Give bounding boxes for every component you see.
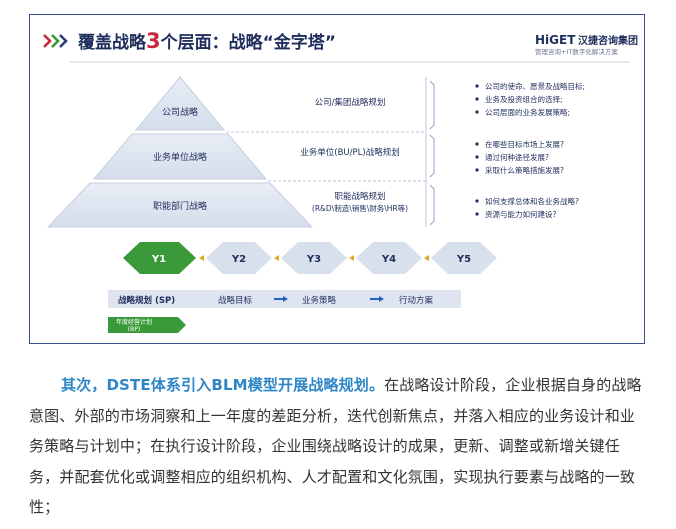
level-separators	[226, 131, 426, 182]
arrow-icon	[199, 255, 204, 261]
strategy-pyramid: 公司战略 业务单位战略 职能部门战略	[46, 76, 314, 228]
annual-plan-label: 年度经营计划	[116, 318, 152, 326]
annual-plan-tag: 年度经营计划 (BP)	[108, 317, 186, 333]
annual-plan-shape	[108, 317, 186, 333]
plan-step: 行动方案	[399, 295, 434, 306]
brand-logo: HiGET	[535, 33, 576, 47]
year-label: Y5	[456, 254, 471, 265]
brand-name-cn: 汉捷咨询集团	[578, 34, 638, 47]
bullet-list: 公司的使命、愿景及战略目标; 业务及投资组合的选择; 公司层面的业务发展策略; …	[475, 81, 585, 219]
pyramid-label-3: 职能部门战略	[153, 200, 207, 212]
article-body: 在战略设计阶段，企业根据自身的战略意图、外部的市场洞察和上一年度的差距分析，迭代…	[29, 376, 642, 516]
year-diamond-1	[123, 242, 196, 274]
arrow-icon	[349, 255, 354, 261]
pyramid-label-2: 业务单位战略	[153, 151, 207, 163]
pyramid-label-1: 公司战略	[162, 106, 198, 118]
level-desc-3-detail: (R&D\制造\销售\财务\HR等)	[312, 203, 408, 213]
year-diamond-4	[356, 242, 422, 274]
article-paragraph: 其次，DSTE体系引入BLM模型开展战略规划。在战略设计阶段，企业根据自身的战略…	[29, 370, 649, 523]
year-timeline: Y1 Y2 Y3 Y4 Y5	[123, 242, 497, 274]
bullet-item: 公司的使命、愿景及战略目标;	[485, 81, 585, 91]
bullet-brackets	[429, 80, 435, 226]
slide-canvas: 覆盖战略3个层面：战略“金字塔” HiGET 汉捷咨询集团 管理咨询+IT数字化…	[43, 29, 638, 333]
year-diamond-5	[431, 242, 497, 274]
bullet-item: 公司层面的业务发展策略;	[485, 107, 570, 117]
plan-step: 业务策略	[302, 295, 337, 306]
bullet-item: 如何支撑总体和各业务战略?	[485, 196, 579, 206]
annual-plan-abbr: (BP)	[128, 326, 140, 333]
pyramid-level-1	[134, 76, 226, 131]
arrow-icon	[424, 255, 429, 261]
arrow-icon	[379, 296, 384, 302]
bullet-item: 在哪些目标市场上发展?	[485, 139, 564, 149]
year-label: Y1	[151, 254, 166, 265]
year-label: Y3	[306, 254, 321, 265]
plan-step: 战略目标	[218, 295, 253, 306]
bullet-item: 通过何种途径发展?	[485, 152, 549, 162]
arrow-icon	[274, 255, 279, 261]
title-chevrons-icon	[43, 34, 68, 48]
level-desc-1: 公司/集团战略规划	[315, 97, 386, 108]
pyramid-level-2	[92, 133, 268, 180]
arrow-icon	[283, 296, 288, 302]
bullet-item: 资源与能力如何建设?	[485, 209, 556, 219]
bullet-item: 业务及投资组合的选择;	[485, 94, 563, 104]
level-desc-3: 职能战略规划	[334, 191, 385, 202]
brand-subtitle: 管理咨询+IT数字化解决方案	[535, 47, 618, 56]
year-label: Y4	[381, 254, 396, 265]
strategy-plan-bar: 战略规划 (SP) 战略目标 业务策略 行动方案	[108, 290, 461, 308]
slide-title: 覆盖战略3个层面：战略“金字塔”	[78, 29, 336, 53]
strategy-slide: 覆盖战略3个层面：战略“金字塔” HiGET 汉捷咨询集团 管理咨询+IT数字化…	[29, 14, 645, 344]
year-diamond-2	[206, 242, 272, 274]
pyramid-level-3	[46, 182, 314, 228]
level-desc-2: 业务单位(BU/PL)战略规划	[300, 147, 399, 158]
year-label: Y2	[231, 254, 246, 265]
plan-bar-label: 战略规划 (SP)	[118, 295, 175, 306]
year-diamond-3	[281, 242, 347, 274]
bullet-item: 采取什么策略措施发展?	[485, 165, 564, 175]
article-lead: 其次，DSTE体系引入BLM模型开展战略规划。	[61, 376, 385, 394]
